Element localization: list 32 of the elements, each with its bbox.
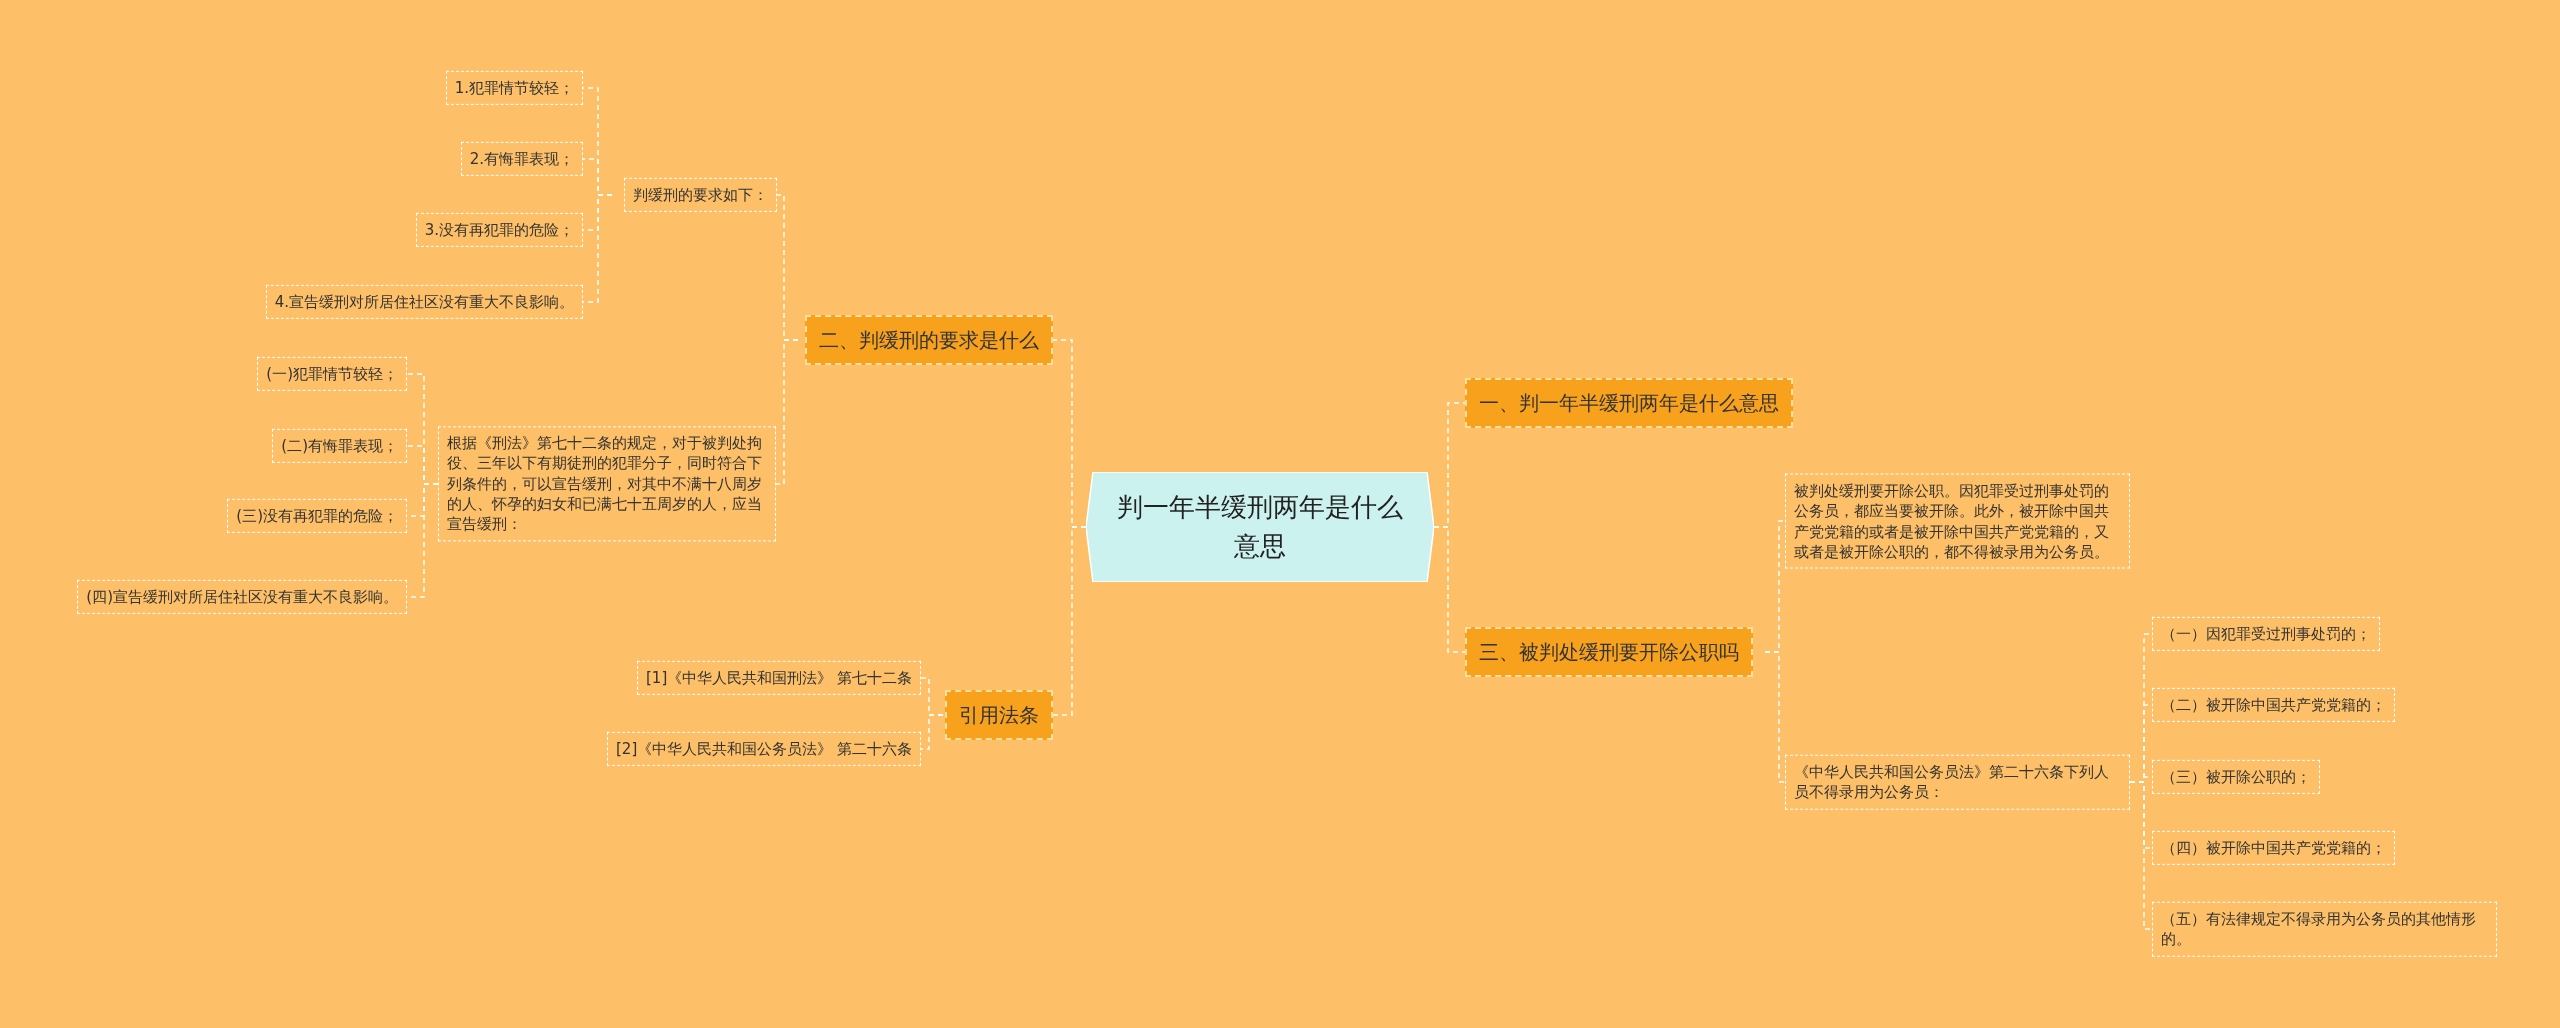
topic-text: (四)宣告缓刑对所居住社区没有重大不良影响。	[77, 579, 407, 615]
topic-text: 一、判一年半缓刑两年是什么意思	[1465, 378, 1793, 428]
topic-text: 根据《刑法》第七十二条的规定，对于被判处拘役、三年以下有期徒刑的犯罪分子，同时符合下列条件的，可以宣告缓刑，对其中不满十八周岁的人、怀孕的妇女和已满七十五周岁的人，应当宣告缓刑：	[438, 426, 776, 542]
topic-text: （五）有法律规定不得录用为公务员的其他情形的。	[2152, 901, 2497, 957]
central-topic-hexagon	[1086, 472, 1434, 582]
topic-text: 三、被判处缓刑要开除公职吗	[1465, 627, 1753, 677]
topic-text: 引用法条	[945, 690, 1053, 740]
topic-text: 被判处缓刑要开除公职。因犯罪受过刑事处罚的公务员，都应当要被开除。此外，被开除中国共产党党籍的或者是被开除中国共产党党籍的，又或者是被开除公职的，都不得被录用为公务员。	[1785, 473, 2130, 569]
topic-text: 1.犯罪情节较轻；	[445, 70, 583, 106]
topic-text: (二)有悔罪表现；	[272, 428, 407, 464]
topic-text: 《中华人民共和国公务员法》第二十六条下列人员不得录用为公务员：	[1785, 754, 2130, 810]
central-topic-text: 判一年半缓刑两年是什么意思	[1116, 491, 1404, 563]
topic-text: 2.有悔罪表现；	[460, 141, 583, 177]
connector-line	[1052, 526, 1087, 716]
topic-text: （三）被开除公职的；	[2152, 759, 2320, 795]
connector-line	[1433, 526, 1466, 653]
connector-line	[2129, 781, 2153, 930]
topic-text: 判缓刑的要求如下：	[624, 177, 777, 213]
connector-line	[920, 714, 944, 750]
topic-text: (一)犯罪情节较轻；	[257, 356, 407, 392]
topic-text: 4.宣告缓刑对所居住社区没有重大不良影响。	[265, 284, 583, 320]
connector-line	[1764, 651, 1786, 783]
topic-text: 二、判缓刑的要求是什么	[805, 315, 1053, 365]
connector-line	[582, 194, 613, 303]
topic-text: [1]《中华人民共和国刑法》 第七十二条	[637, 660, 921, 696]
topic-text: （二）被开除中国共产党党籍的；	[2152, 687, 2395, 723]
topic-text: （四）被开除中国共产党党籍的；	[2152, 830, 2395, 866]
connector-line	[775, 339, 799, 485]
topic-text: [2]《中华人民共和国公务员法》 第二十六条	[607, 731, 921, 767]
topic-text: 3.没有再犯罪的危险；	[415, 212, 583, 248]
topic-text: (三)没有再犯罪的危险；	[227, 498, 407, 534]
topic-text: （一）因犯罪受过刑事处罚的；	[2152, 616, 2380, 652]
